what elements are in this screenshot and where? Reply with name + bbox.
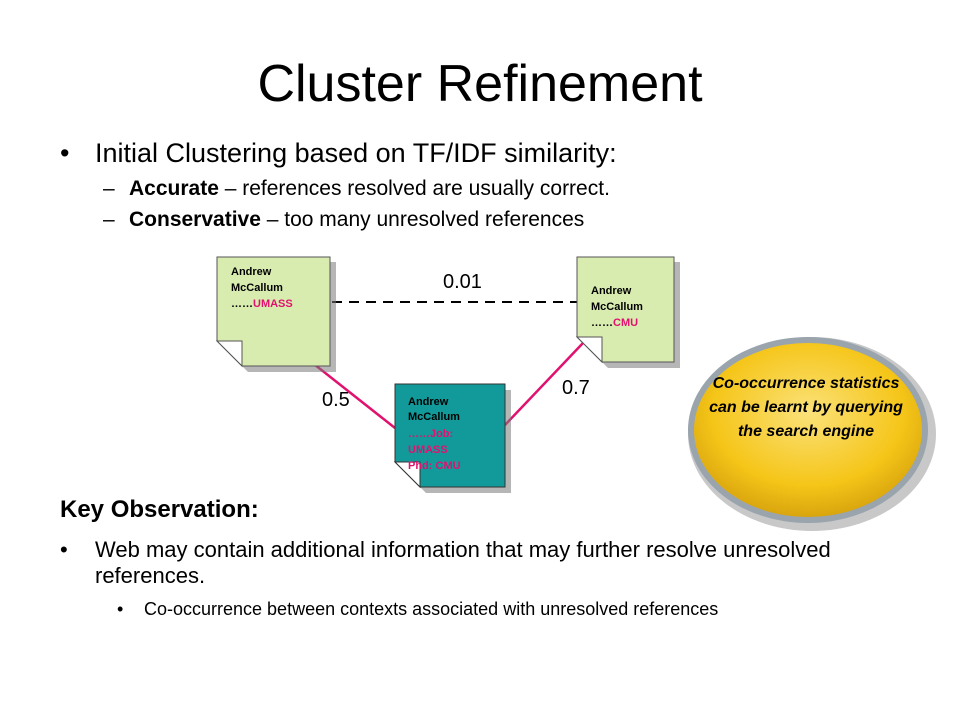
bullet-text: Initial Clustering based on TF/IDF simil… (95, 138, 617, 168)
note-center (393, 383, 511, 493)
bullet-mark: • (117, 599, 124, 619)
note-cmu-highlight: CMU (613, 317, 638, 329)
note-umass-line1: Andrew (231, 266, 272, 278)
sub-bullet-accurate: – Accurate – references resolved are usu… (103, 174, 610, 204)
edge-weight-umass-cmu: 0.01 (443, 271, 482, 293)
callout-text: Co-occurrence statistics can be learnt b… (709, 375, 903, 440)
bullet-text: Web may contain additional information t… (95, 537, 831, 588)
sub-bullet-conservative: – Conservative – too many unresolved ref… (103, 205, 584, 235)
edge-weight-cmu-center: 0.7 (562, 377, 590, 399)
note-umass (215, 256, 336, 372)
edge-weight-umass-center: 0.5 (322, 389, 350, 411)
note-umass-line2: McCallum (231, 282, 283, 294)
note-center-line2: McCallum (408, 411, 460, 423)
note-umass-line3: ……UMASS (231, 298, 293, 310)
note-umass-highlight: UMASS (253, 298, 293, 310)
sub-bullet-bold: Conservative (129, 208, 261, 231)
sub-bullet-text: – references resolved are usually correc… (218, 177, 610, 200)
note-cmu-line1: Andrew (591, 285, 632, 297)
dash-mark: – (103, 208, 115, 231)
bullet-initial-clustering: • Initial Clustering based on TF/IDF sim… (60, 135, 617, 171)
edge-cmu-center (504, 342, 584, 426)
bullet-co-occurrence: • Co-occurrence between contexts associa… (117, 598, 837, 620)
note-center-line3: ……Job: (408, 428, 453, 440)
slide-title: Cluster Refinement (257, 55, 703, 113)
note-cmu-dots: …… (591, 317, 613, 329)
bullet-web-information: • Web may contain additional information… (60, 537, 880, 589)
bullet-mark: • (60, 138, 70, 168)
dash-mark: – (103, 177, 115, 200)
callout-ellipse (688, 337, 936, 531)
note-center-line1: Andrew (408, 396, 449, 408)
bullet-mark: • (60, 537, 68, 562)
note-center-line4: UMASS (408, 444, 448, 456)
sub-bullet-bold: Accurate (129, 177, 219, 200)
note-cmu-line3: ……CMU (591, 317, 638, 329)
note-cmu (575, 256, 680, 368)
note-cmu-line2: McCallum (591, 301, 643, 313)
bullet-text: Co-occurrence between contexts associate… (144, 599, 719, 619)
note-center-line5: Phd: CMU (408, 460, 461, 472)
sub-bullet-text: – too many unresolved references (260, 208, 585, 231)
note-umass-dots: …… (231, 298, 253, 310)
key-observation-heading: Key Observation: (60, 496, 259, 523)
